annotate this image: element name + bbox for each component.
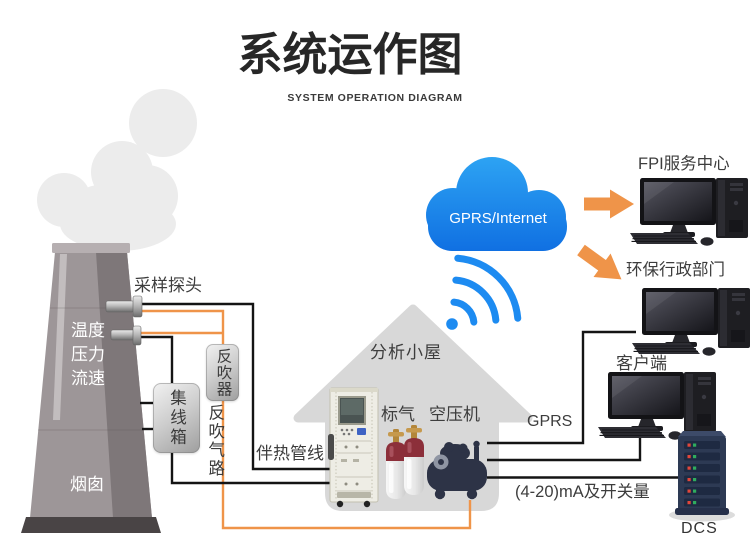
- server-rack-icon: [669, 431, 735, 522]
- cloud-icon: [426, 157, 567, 251]
- arrow-right-icon: [584, 189, 634, 219]
- desktop-computer-icon-client: [597, 371, 717, 441]
- sampling-probe-upper-icon: [105, 295, 143, 318]
- standard-gas-label: 标气: [381, 405, 415, 424]
- client-label: 客户端: [616, 354, 667, 373]
- gprs-line: [487, 330, 636, 445]
- env-department-label: 环保行政部门: [626, 261, 725, 279]
- desktop-computer-icon-fpi: [629, 177, 749, 247]
- desktop-computer-icon-env: [631, 287, 750, 357]
- measurement-pressure: 压力: [71, 345, 105, 364]
- dcs-label: DCS: [681, 520, 718, 537]
- sampling-probe-label: 采样探头: [134, 276, 202, 295]
- cloud-label: GPRS/Internet: [449, 210, 547, 227]
- page-subtitle: SYSTEM OPERATION DIAGRAM: [287, 92, 463, 104]
- analog-signal-label: (4-20)mA及开关量: [515, 483, 650, 501]
- page-title: 系统运作图: [237, 29, 463, 80]
- analyzer-cabinet-icon: [328, 387, 379, 508]
- backblow-device-label: 反吹器: [214, 347, 232, 398]
- analysis-house-label: 分析小屋: [370, 343, 442, 362]
- heat-traced-line-label: 伴热管线: [256, 444, 324, 463]
- sampling-probe-lower-icon: [110, 325, 142, 346]
- client-line: [487, 429, 642, 462]
- fpi-service-center-label: FPI服务中心: [638, 155, 730, 173]
- hub-box: 集线箱: [153, 383, 200, 453]
- air-compressor-icon: [427, 440, 487, 500]
- measurement-flow: 流速: [71, 369, 105, 388]
- chimney: [21, 243, 161, 533]
- sample-gas-line: [141, 302, 332, 471]
- wifi-icon: [446, 254, 522, 330]
- hub-box-label: 集线箱: [167, 388, 186, 448]
- gprs-label: GPRS: [527, 413, 573, 430]
- chimney-label: 烟囱: [70, 475, 104, 494]
- backblow-gas-line: [141, 309, 472, 530]
- smoke-cloud-icon: [37, 89, 197, 251]
- arrow-down-right-icon: [572, 238, 630, 292]
- air-compressor-label: 空压机: [429, 405, 480, 424]
- stack-measurement-labels: 温度 压力 流速: [71, 319, 105, 391]
- backblow-device-box: 反吹器: [206, 344, 239, 401]
- backblow-line-label: 反吹气路: [205, 404, 224, 478]
- measurement-temperature: 温度: [71, 321, 105, 340]
